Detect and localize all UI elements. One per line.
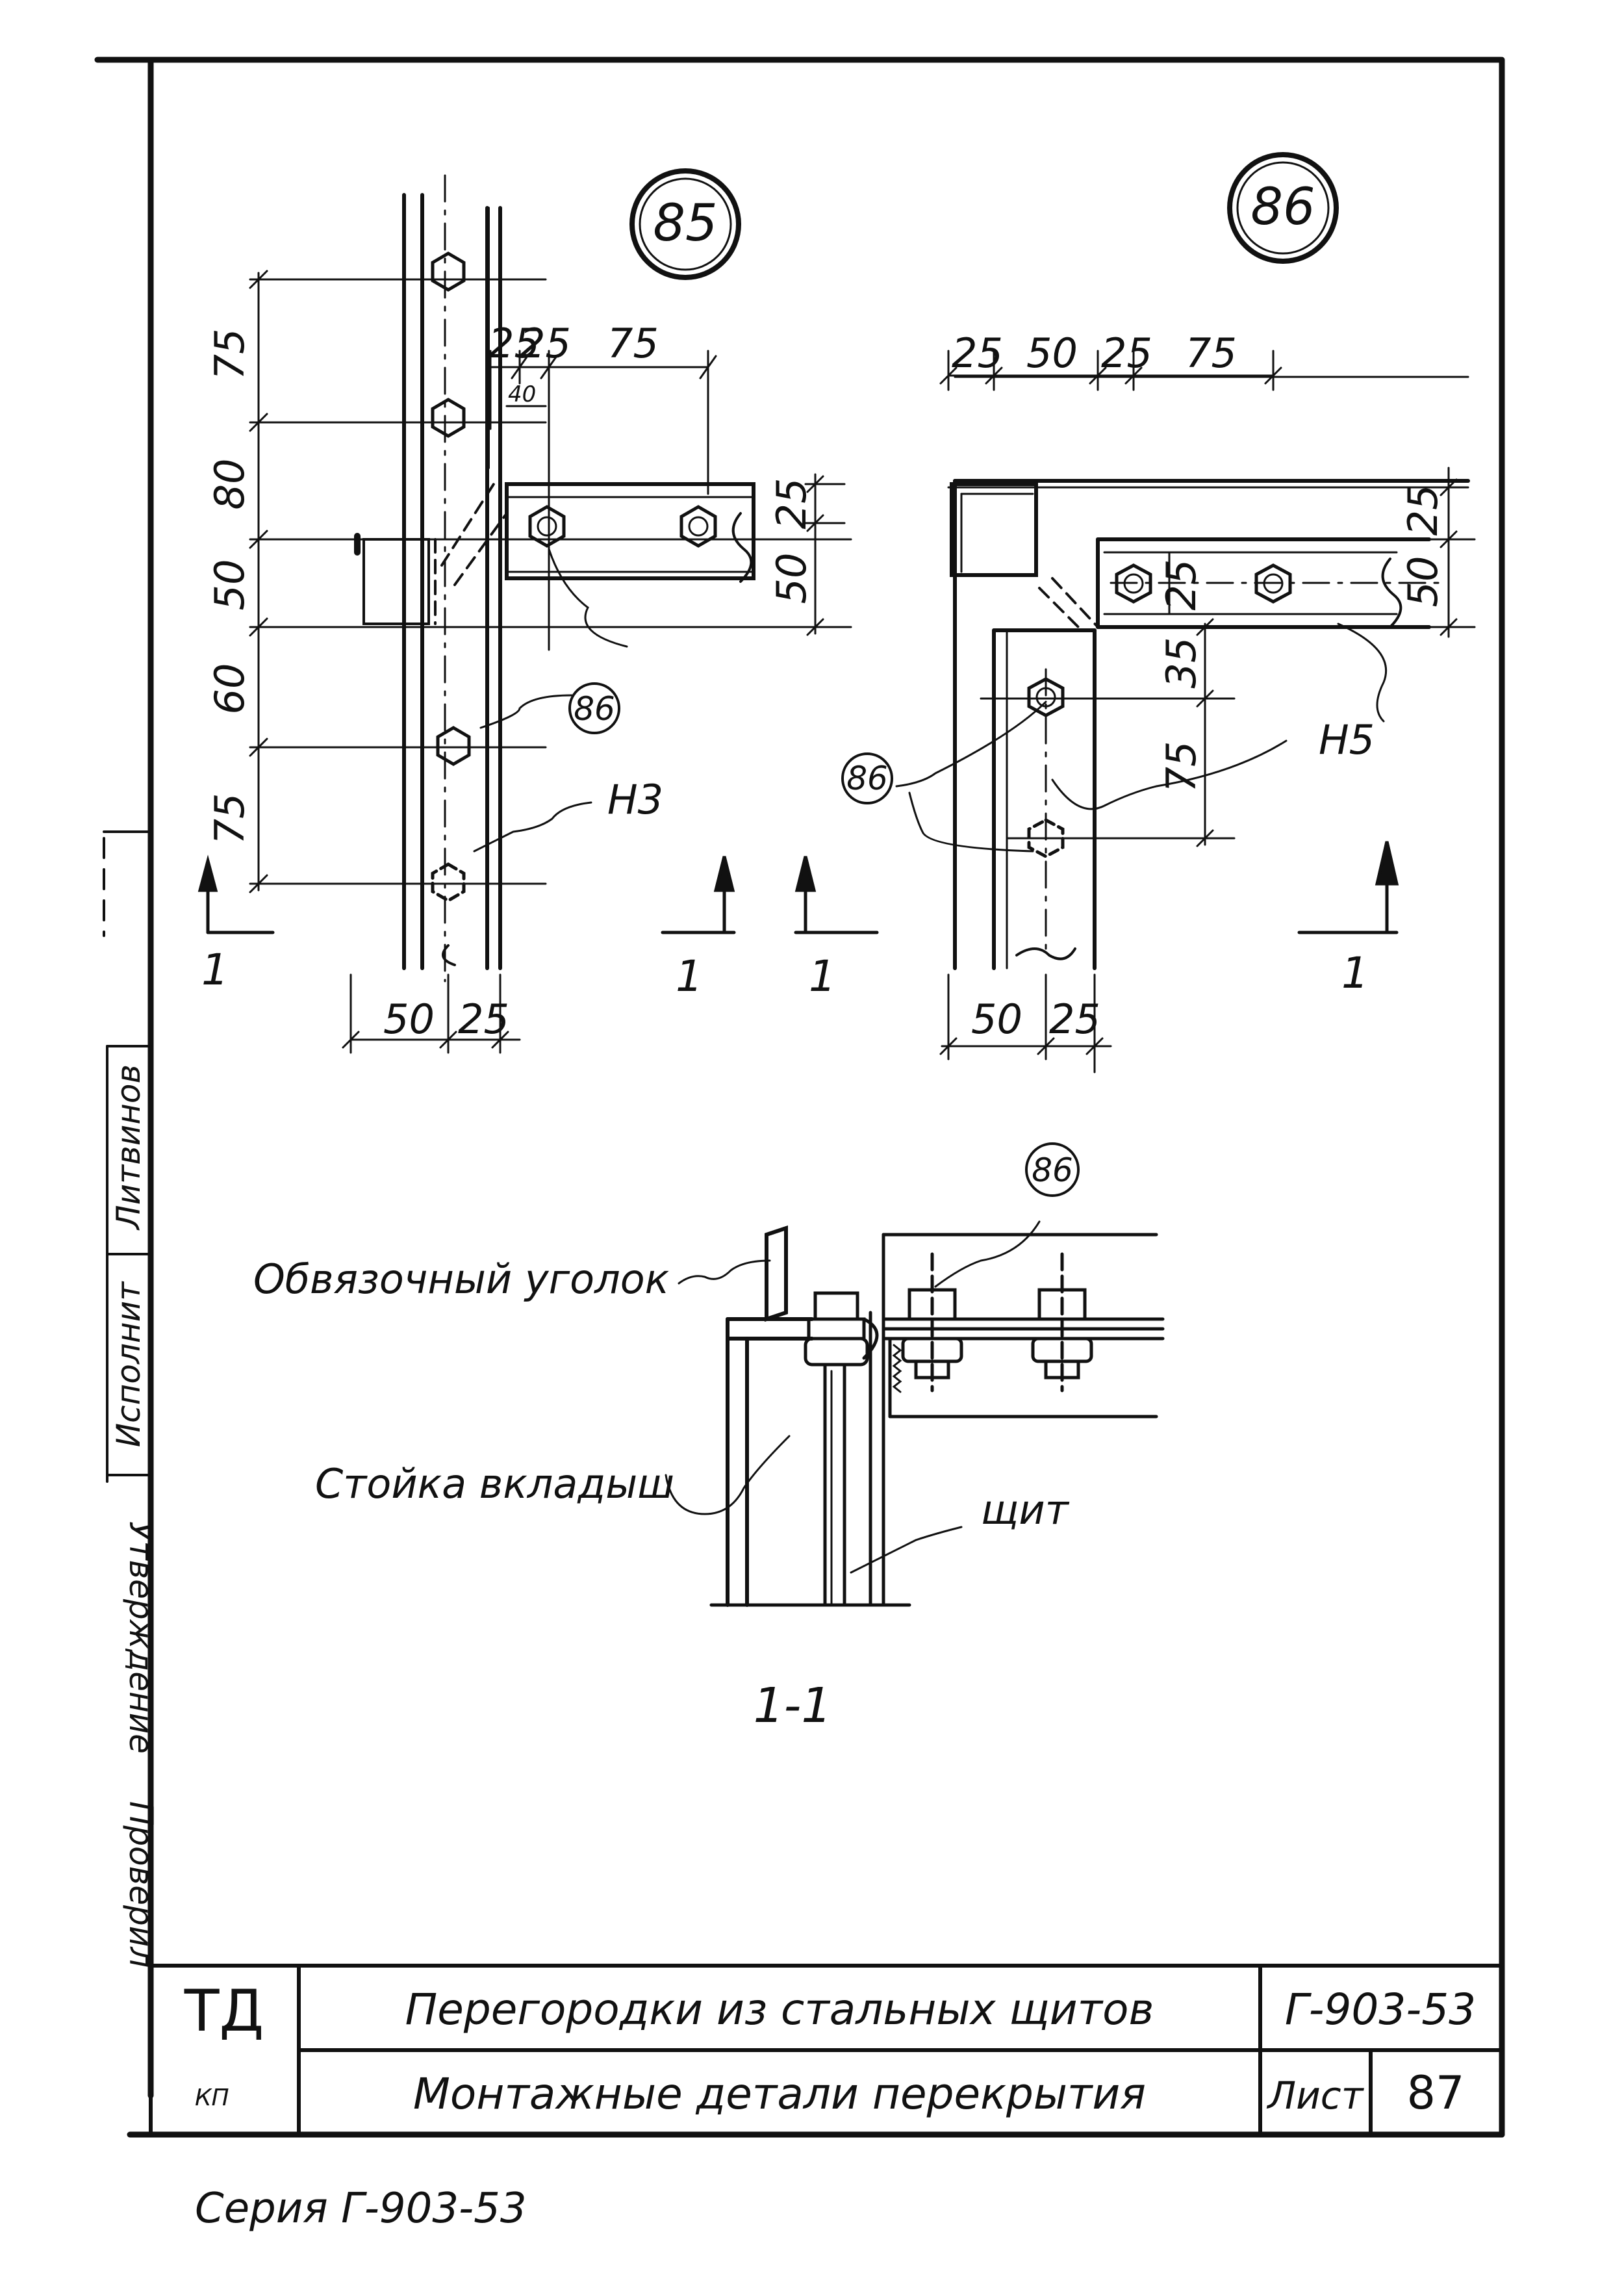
d85-dim-small: 40 — [508, 381, 536, 407]
d86-dim-vert-1: 35 — [1158, 637, 1205, 689]
label-panel: щит — [981, 1486, 1070, 1534]
d86-dim-bottom-1: 50 — [971, 995, 1022, 1043]
drawing-title: Перегородки из стальных щитов — [405, 1984, 1154, 2035]
d86-dim-top-2: 50 — [1026, 329, 1078, 377]
title-logo-sub: КП — [195, 2085, 229, 2111]
d86-callout-part: Н5 — [1319, 716, 1375, 764]
d85-dim-top-2: 25 — [520, 320, 571, 367]
series-code: Г-903-53 — [1285, 1984, 1476, 2035]
side-stamps: Литвинов Исполнит Утверждение Проверил — [110, 1064, 160, 1968]
sheet-frame — [94, 57, 1505, 2138]
d85-callout-part: Н3 — [607, 776, 663, 823]
drawing-subtitle: Монтажные детали перекрытия — [413, 2069, 1146, 2119]
d86-dim-top-3: 25 — [1101, 329, 1152, 377]
d85-dim-right-1: 25 — [768, 478, 815, 530]
d85-section-mark-left: 1 — [201, 945, 229, 995]
d85-callout-bolt: 86 — [574, 690, 615, 728]
d86-dim-top-4: 75 — [1186, 329, 1237, 377]
section-1-1-drawing — [665, 1142, 1165, 1607]
sheet-number: 87 — [1406, 2066, 1464, 2120]
side-stamp-lines — [103, 830, 152, 1483]
d85-section-mark-right: 1 — [676, 951, 703, 1001]
d85-dim-top-3: 75 — [607, 320, 659, 367]
detail-86-marker: 86 — [1250, 178, 1315, 237]
d85-dim-left-4: 60 — [206, 663, 253, 715]
d86-dim-right-1: 25 — [1399, 485, 1447, 536]
d85-dim-left-3: 50 — [206, 559, 253, 611]
d85-dim-bottom-2: 25 — [458, 995, 509, 1043]
d86-callout-bolt: 86 — [846, 760, 888, 797]
stamp-checked: Проверил — [122, 1801, 160, 1968]
footer-series: Серия Г-903-53 — [195, 2185, 527, 2233]
detail-86-drawing — [794, 152, 1476, 1073]
d86-dim-bottom-2: 25 — [1049, 995, 1100, 1043]
label-binding-angle: Обвязочный уголок — [253, 1255, 670, 1303]
stamp-approval: Утверждение — [122, 1521, 160, 1754]
title-block: ТД КП Перегородки из стальных щитов Монт… — [184, 1977, 1476, 2120]
section-title: 1-1 — [754, 1678, 832, 1734]
detail-85-marker: 85 — [653, 194, 717, 253]
detail-85-bolts — [431, 251, 471, 903]
d85-dim-left-5: 75 — [206, 793, 253, 845]
sheet-label: Лист — [1267, 2074, 1365, 2118]
detail-85-drawing — [197, 168, 852, 1054]
stamp-executor: Исполнит — [110, 1281, 147, 1447]
d86-dim-inner: 25 — [1158, 559, 1205, 611]
detail-86-labels: 86 25 50 25 75 25 50 25 35 75 50 25 86 Н… — [809, 178, 1447, 1043]
d86-dim-right-2: 50 — [1399, 556, 1447, 608]
d86-dim-vert-2: 75 — [1158, 741, 1205, 793]
label-post-insert: Стойка вкладыш — [315, 1460, 674, 1508]
d86-dim-top-1: 25 — [952, 329, 1003, 377]
d85-dim-bottom-1: 50 — [383, 995, 435, 1043]
d85-dim-left-1: 75 — [206, 329, 253, 380]
stamp-name: Литвинов — [110, 1064, 147, 1231]
detail-86-bolts — [1027, 563, 1292, 858]
section-callout-bolt: 86 — [1032, 1151, 1073, 1189]
d85-dim-right-2: 50 — [768, 553, 815, 604]
d85-dim-left-2: 80 — [206, 459, 253, 510]
d86-section-mark-right: 1 — [1341, 948, 1369, 998]
d85-dim-top-1: 25 — [488, 320, 540, 367]
d86-section-mark-left: 1 — [809, 951, 836, 1001]
title-logo: ТД — [184, 1977, 264, 2044]
section-1-1-labels: 86 Обвязочный уголок Стойка вкладыш щит … — [253, 1151, 1073, 1734]
detail-85-labels: 85 25 25 75 40 75 80 50 60 75 25 50 50 2… — [201, 194, 815, 1043]
title-block-lines — [149, 1964, 1504, 2137]
